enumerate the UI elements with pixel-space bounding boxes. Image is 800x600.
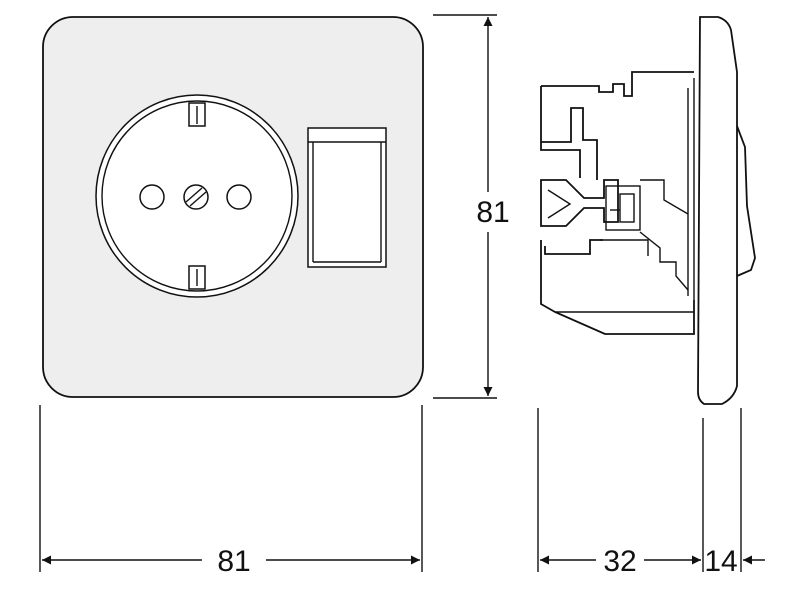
height-label: 81 [476,196,509,229]
screw-center [183,184,209,210]
plate-thickness-label: 14 [704,545,737,578]
height-dimension: 81 [433,14,510,399]
depth-label: 32 [603,545,636,578]
width-dimension: 81 [39,405,423,578]
side-terminal [540,179,619,227]
side-insert-body [540,71,695,335]
side-cover-plate [697,16,738,405]
depth-dimension: 32 14 [537,408,765,578]
front-view [42,16,424,398]
pin-hole-left [139,184,165,210]
pin-hole-right [226,184,252,210]
side-rocker [736,125,756,277]
socket-outlet [95,94,299,298]
switch-frame [307,127,387,268]
rocker-switch [307,127,387,268]
side-view [540,16,756,405]
socket-recess-inner [101,100,293,292]
width-label: 81 [217,545,250,578]
